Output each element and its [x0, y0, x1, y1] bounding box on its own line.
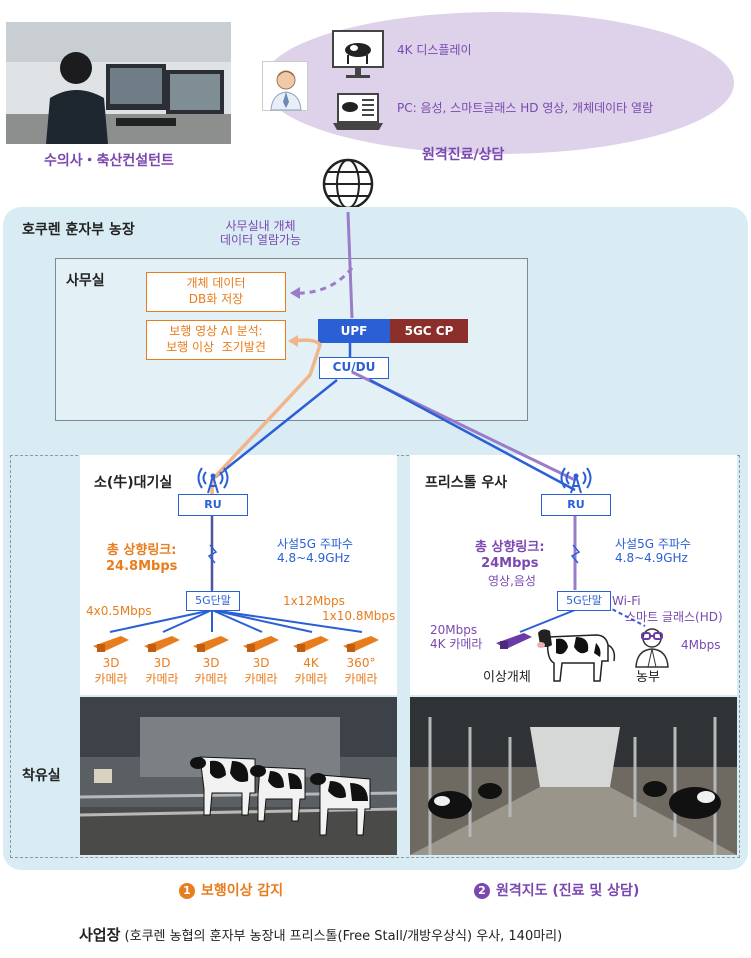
- legend-number-2: 2: [474, 883, 490, 899]
- office-note: 사무실내 개체 데이터 열람가능: [220, 219, 302, 248]
- camera-label: 3D 카메라: [194, 656, 228, 686]
- footer-rest: (호쿠렌 농협의 훈자부 농장내 프리스톨(Free Stall/개방우상식) …: [120, 929, 563, 944]
- camera-icon: [241, 632, 281, 654]
- camera-label: 4K 카메라: [294, 656, 328, 686]
- ai-box: 보행 영상 AI 분석: 보행 이상 조기발견: [146, 320, 286, 360]
- cow-label: 이상개체: [483, 670, 531, 685]
- upf-box: UPF: [318, 319, 390, 343]
- freestall-uplink-sub: 영상,음성: [488, 574, 536, 588]
- freestall-photo: [410, 697, 737, 855]
- waiting-uplink: 총 상향링크: 24.8Mbps: [106, 543, 178, 574]
- barn-title: 착유실: [22, 768, 61, 784]
- cow-icon: [536, 623, 622, 683]
- camera-icon: [341, 632, 381, 654]
- ru-waiting: RU: [178, 494, 248, 516]
- camera-icon: [91, 632, 131, 654]
- wifi-label: Wi-Fi: [612, 594, 641, 608]
- rate-right-2: 1x10.8Mbps: [322, 609, 396, 623]
- db-box: 개체 데이터 DB화 저장: [146, 272, 286, 312]
- laptop-icon: [332, 93, 384, 133]
- freestall-title: 프리스톨 우사: [425, 475, 508, 491]
- camera-icon: [191, 632, 231, 654]
- legend-item-2-label: 원격지도 (진료 및 상담): [496, 883, 640, 899]
- freestall-freq: 사설5G 주파수 4.8~4.9GHz: [615, 537, 691, 566]
- antenna-icon-waiting: [196, 466, 230, 494]
- cam-rate: 20Mbps 4K 카메라: [430, 623, 483, 652]
- farm-title: 호쿠렌 훈자부 농장: [22, 222, 135, 238]
- rate-left: 4x0.5Mbps: [86, 604, 152, 618]
- ru-freestall: RU: [541, 494, 611, 516]
- vet-photo: [6, 22, 231, 144]
- antenna-icon-freestall: [559, 466, 593, 494]
- camera-label: 3D 카메라: [244, 656, 278, 686]
- pc-label: PC: 음성, 스마트글래스 HD 영상, 개체데이타 열람: [397, 101, 654, 115]
- farmer-icon: [632, 624, 672, 668]
- legend-item-1: 1 보행이상 감지: [179, 883, 283, 900]
- terminal-waiting: 5G단말: [186, 591, 240, 611]
- camera-4k-icon: [494, 627, 534, 651]
- legend-item-2: 2 원격지도 (진료 및 상담): [474, 883, 639, 900]
- footer-caption: 사업장 (호쿠렌 농협의 훈자부 농장내 프리스톨(Free Stall/개방우…: [79, 926, 562, 945]
- camera-label: 360° 카메라: [344, 656, 378, 686]
- freestall-uplink: 총 상향링크: 24Mbps: [475, 540, 545, 571]
- camera-label: 3D 카메라: [94, 656, 128, 686]
- farmer-label: 농부: [636, 670, 660, 685]
- remote-caption: 원격진료/상담: [422, 147, 505, 163]
- display-4k-label: 4K 디스플레이: [397, 43, 472, 57]
- waiting-title: 소(牛)대기실: [94, 475, 173, 491]
- office-title: 사무실: [66, 273, 105, 289]
- legend-item-1-label: 보행이상 감지: [201, 883, 284, 899]
- cudu-box: CU/DU: [319, 357, 389, 379]
- glass-label: 스마트 글래스(HD): [625, 610, 723, 624]
- cp-box: 5GC CP: [390, 319, 468, 343]
- glass-rate: 4Mbps: [681, 638, 721, 652]
- waiting-room-photo: [80, 697, 397, 855]
- vet-caption: 수의사・축산컨설턴트: [44, 153, 174, 169]
- display-4k-icon: [332, 30, 384, 82]
- rate-right-1: 1x12Mbps: [283, 594, 345, 608]
- doctor-icon: [262, 61, 308, 111]
- camera-label: 3D 카메라: [145, 656, 179, 686]
- camera-icon: [142, 632, 182, 654]
- waiting-freq: 사설5G 주파수 4.8~4.9GHz: [277, 537, 353, 566]
- footer-bold: 사업장: [79, 926, 121, 944]
- camera-icon: [291, 632, 331, 654]
- legend-number-1: 1: [179, 883, 195, 899]
- terminal-freestall: 5G단말: [557, 591, 611, 611]
